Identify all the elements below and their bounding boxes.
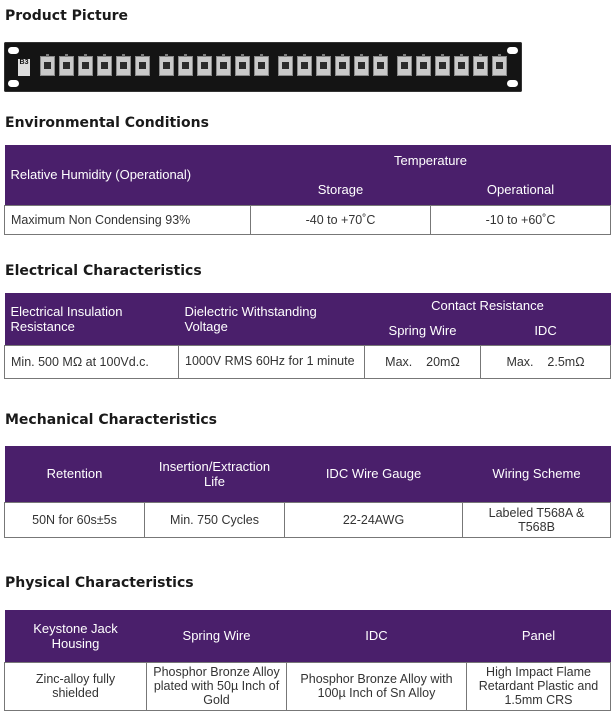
mount-hole-icon	[507, 80, 518, 87]
keystone-port-icon	[278, 54, 293, 76]
header-idc-wire-gauge: IDC Wire Gauge	[284, 446, 463, 502]
keystone-port-icon	[297, 54, 312, 76]
keystone-port-icon	[178, 54, 193, 76]
keystone-port-icon	[235, 54, 250, 76]
mechanical-table: Retention Insertion/Extraction Life IDC …	[4, 446, 611, 538]
section-title-environmental: Environmental Conditions	[5, 115, 209, 131]
header-dielectric-voltage: Dielectric Withstanding Voltage	[178, 293, 365, 345]
keystone-port-icon	[159, 54, 174, 76]
keystone-port-icon	[116, 54, 131, 76]
keystone-port-icon	[473, 54, 488, 76]
keystone-port-icon	[416, 54, 431, 76]
environmental-table: Relative Humidity (Operational) Temperat…	[4, 145, 612, 235]
keystone-port-icon	[492, 54, 507, 76]
keystone-port-icon	[316, 54, 331, 76]
keystone-port-icon	[59, 54, 74, 76]
header-storage: Storage	[250, 175, 431, 205]
cell-wiring-value: Labeled T568A & T568B	[462, 501, 611, 538]
keystone-port-icon	[254, 54, 269, 76]
section-title-physical: Physical Characteristics	[5, 575, 194, 591]
cell-operational-value: -10 to +60˚C	[429, 204, 612, 235]
keystone-port-icon	[78, 54, 93, 76]
cell-idc-material-value: Phosphor Bronze Alloy with 100µ Inch of …	[286, 661, 467, 711]
section-title-electrical: Electrical Characteristics	[5, 263, 202, 279]
header-idc-material: IDC	[286, 610, 467, 662]
keystone-port-icon	[40, 54, 55, 76]
cell-retention-value: 50N for 60s±5s	[4, 501, 145, 538]
mount-hole-icon	[507, 47, 518, 54]
keystone-port-icon	[373, 54, 388, 76]
keystone-port-icon	[197, 54, 212, 76]
header-wiring-scheme: Wiring Scheme	[462, 446, 611, 502]
electrical-table: Electrical Insulation Resistance Dielect…	[4, 293, 612, 379]
keystone-port-icon	[216, 54, 231, 76]
cell-spring-material-value: Phosphor Bronze Alloy plated with 50µ In…	[146, 661, 287, 711]
cell-spring-value: Max. 20mΩ	[364, 344, 481, 379]
cell-insertion-value: Min. 750 Cycles	[144, 501, 285, 538]
cell-dielectric-value: 1000V RMS 60Hz for 1 minute	[178, 344, 365, 379]
cell-gauge-value: 22-24AWG	[284, 501, 463, 538]
keystone-port-icon	[454, 54, 469, 76]
header-insulation-resistance: Electrical Insulation Resistance	[4, 293, 179, 345]
header-insertion-life: Insertion/Extraction Life	[144, 446, 285, 502]
keystone-port-icon	[135, 54, 150, 76]
cell-idc-value: Max. 2.5mΩ	[479, 344, 612, 379]
keystone-port-icon	[354, 54, 369, 76]
header-relative-humidity: Relative Humidity (Operational)	[4, 145, 251, 205]
header-retention: Retention	[4, 446, 145, 502]
header-contact-resistance: Contact Resistance	[364, 293, 611, 317]
cell-humidity-value: Maximum Non Condensing 93%	[4, 204, 251, 235]
header-operational: Operational	[430, 175, 611, 205]
cell-storage-value: -40 to +70˚C	[250, 204, 431, 235]
header-panel-material: Panel	[466, 610, 611, 662]
section-title-mechanical: Mechanical Characteristics	[5, 412, 218, 428]
brand-logo: B3	[18, 59, 30, 76]
header-spring-wire: Spring Wire	[364, 317, 481, 345]
keystone-port-icon	[435, 54, 450, 76]
patch-panel-image: B3	[4, 42, 522, 92]
keystone-port-icon	[397, 54, 412, 76]
physical-table: Keystone Jack Housing Spring Wire IDC Pa…	[4, 610, 611, 711]
cell-housing-value: Zinc-alloy fully shielded	[4, 661, 147, 711]
cell-insulation-value: Min. 500 MΩ at 100Vd.c.	[4, 344, 179, 379]
section-title-product-picture: Product Picture	[5, 8, 129, 24]
header-idc: IDC	[480, 317, 611, 345]
mount-hole-icon	[8, 80, 19, 87]
header-temperature: Temperature	[250, 145, 611, 175]
cell-panel-material-value: High Impact Flame Retardant Plastic and …	[466, 661, 611, 711]
keystone-port-icon	[335, 54, 350, 76]
mount-hole-icon	[8, 47, 19, 54]
header-spring-wire-material: Spring Wire	[146, 610, 287, 662]
header-keystone-housing: Keystone Jack Housing	[4, 610, 147, 662]
keystone-port-icon	[97, 54, 112, 76]
